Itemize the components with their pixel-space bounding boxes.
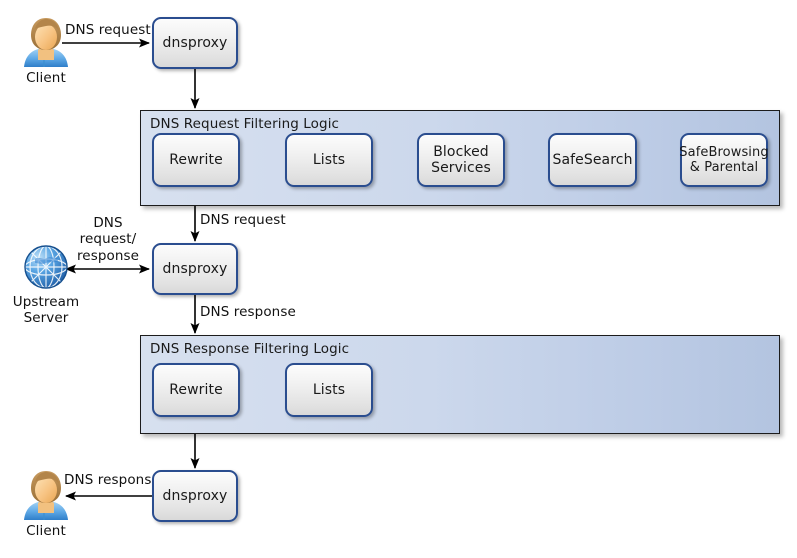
stage-lists-response-label: Lists xyxy=(312,381,346,398)
dnsproxy-node-top[interactable]: dnsproxy xyxy=(152,17,238,69)
edge-label-client-to-dnsproxy: DNS request xyxy=(65,22,151,38)
dnsproxy-node-bottom[interactable]: dnsproxy xyxy=(152,470,238,522)
dnsproxy-node-mid[interactable]: dnsproxy xyxy=(152,243,238,295)
globe-icon xyxy=(22,243,70,291)
edge-label-dnsproxy-upstream: DNS request/ response xyxy=(76,215,140,264)
stage-safesearch[interactable]: SafeSearch xyxy=(548,133,637,187)
client-top-label: Client xyxy=(26,70,66,86)
dnsproxy-node-bottom-label: dnsproxy xyxy=(162,487,228,504)
stage-safebrowsing-parental-label: SafeBrowsing & Parental xyxy=(679,144,769,175)
upstream-server-label: Upstream Server xyxy=(12,294,80,327)
stage-blocked-services[interactable]: Blocked Services xyxy=(417,133,505,187)
edge-label-dnsproxy-to-response-panel: DNS response xyxy=(200,304,296,320)
stage-safebrowsing-parental[interactable]: SafeBrowsing & Parental xyxy=(679,133,769,187)
edge-label-request-panel-to-dnsproxy: DNS request xyxy=(200,212,286,228)
client-bottom-label: Client xyxy=(26,523,66,539)
stage-blocked-services-label: Blocked Services xyxy=(431,143,491,176)
stage-rewrite-response-label: Rewrite xyxy=(169,381,223,398)
stage-rewrite-request[interactable]: Rewrite xyxy=(152,133,240,187)
stage-lists-request[interactable]: Lists xyxy=(285,133,373,187)
dns-response-filtering-panel-title: DNS Response Filtering Logic xyxy=(150,341,350,357)
stage-rewrite-response[interactable]: Rewrite xyxy=(152,363,240,417)
dns-request-filtering-panel-title: DNS Request Filtering Logic xyxy=(150,116,340,132)
stage-lists-response[interactable]: Lists xyxy=(285,363,373,417)
edge-label-dnsproxy-to-client: DNS response xyxy=(64,472,160,488)
stage-lists-request-label: Lists xyxy=(312,151,346,168)
dnsproxy-node-mid-label: dnsproxy xyxy=(162,260,228,277)
dns-response-filtering-panel: DNS Response Filtering Logic xyxy=(140,335,780,434)
dnsproxy-node-top-label: dnsproxy xyxy=(162,34,228,51)
person-icon-bottom xyxy=(22,469,70,521)
stage-rewrite-request-label: Rewrite xyxy=(169,151,223,168)
stage-safesearch-label: SafeSearch xyxy=(552,151,633,168)
person-icon xyxy=(22,16,70,68)
